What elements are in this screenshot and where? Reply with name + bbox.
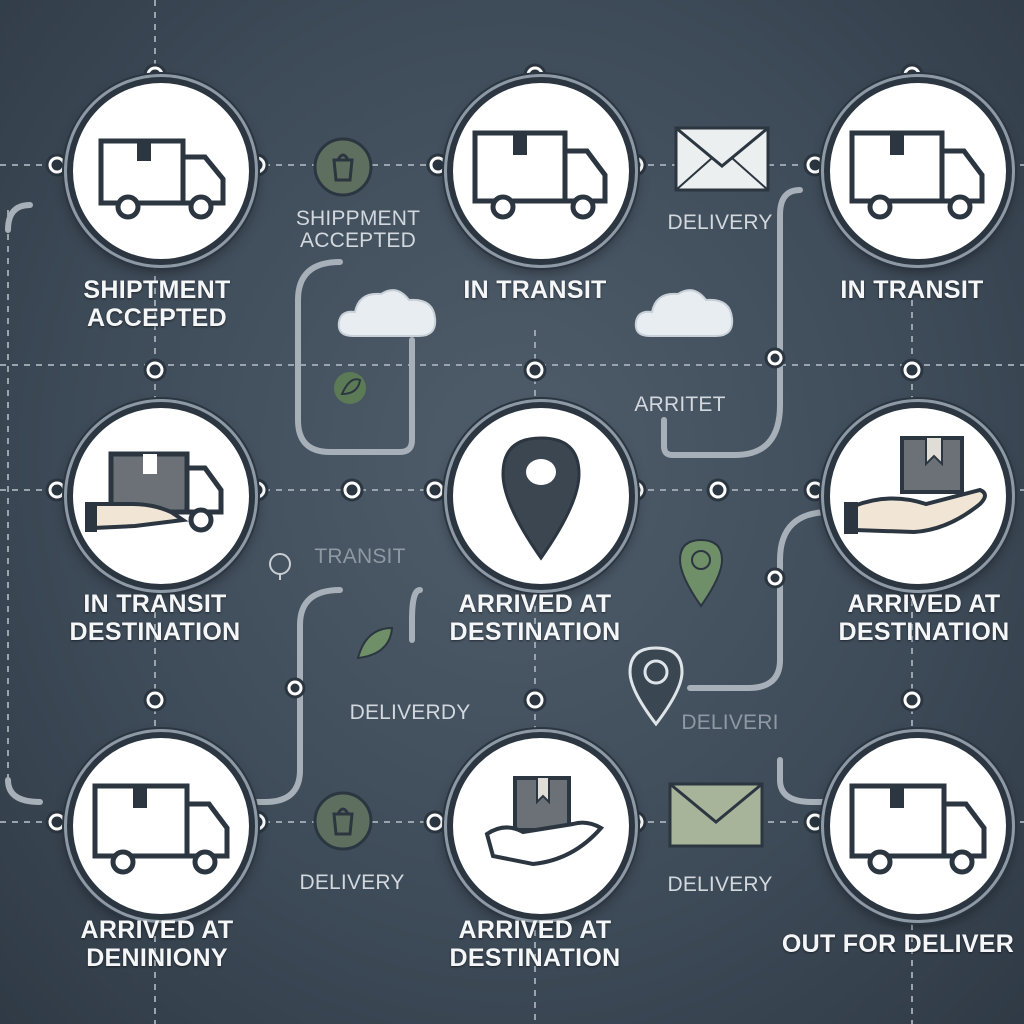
node-in-transit-destination <box>67 402 255 590</box>
node-label-shipment-accepted: SHIPTMENT ACCEPTED <box>37 276 277 332</box>
label-line: ARRIVED AT <box>458 590 612 618</box>
node-label-in-transit-destination: IN TRANSIT DESTINATION <box>35 590 275 646</box>
node-in-transit-2 <box>824 77 1012 265</box>
node-in-transit <box>447 77 635 265</box>
truck-icon <box>92 783 230 875</box>
connector-label-delivery-bottom-right: DELIVERY <box>667 873 773 896</box>
label-line: OUT FOR DELIVER <box>781 930 1015 958</box>
cloud-icon <box>634 289 734 337</box>
label-line: ARRIVED AT <box>847 590 1001 618</box>
node-label-arrived-at-destination: ARRIVED AT DESTINATION <box>415 590 655 646</box>
bag-icon <box>313 791 373 851</box>
truck-icon <box>849 783 987 875</box>
node-arrived-at-destination-3 <box>447 732 635 920</box>
node-out-for-delivery <box>824 732 1012 920</box>
connector-label-shipment-accepted: SHIPPMENT ACCEPTED <box>258 208 458 252</box>
hand-package-icon <box>484 776 605 867</box>
connector-label-deliver-faded: DELIVERI <box>681 711 779 734</box>
label-line: ACCEPTED <box>87 304 227 332</box>
truck-icon <box>98 138 226 220</box>
label-line: ACCEPTED <box>300 229 416 252</box>
map-pin-icon <box>678 538 724 608</box>
connector-label-arritet: ARRITET <box>634 393 726 416</box>
node-label-in-transit-2: IN TRANSIT <box>792 276 1024 304</box>
map-pin-icon <box>628 646 684 726</box>
node-label-out-for-delivery: OUT FOR DELIVER <box>778 930 1018 958</box>
connector-label-transit: TRANSIT <box>314 545 406 568</box>
label-line: DESTINATION <box>449 944 621 972</box>
label-line: ARRIVED AT <box>80 916 234 944</box>
node-label-in-transit: IN TRANSIT <box>415 276 655 304</box>
connector-label-deliverdy: DELIVERDY <box>349 701 471 724</box>
node-shipment-accepted <box>67 77 255 265</box>
truck-icon <box>472 130 608 220</box>
label-line: DESTINATION <box>449 618 621 646</box>
label-line: IN TRANSIT <box>840 276 984 304</box>
label-line: SHIPPMENT <box>295 207 421 230</box>
cloud-icon <box>337 289 437 337</box>
map-pin-icon <box>501 436 581 561</box>
leaf-icon <box>356 626 394 660</box>
bag-icon <box>313 137 373 197</box>
node-arrived-at-destination <box>447 402 635 590</box>
connector-label-delivery-bottom-left: DELIVERY <box>299 871 405 894</box>
truck-icon <box>849 130 985 220</box>
node-label-arrived-at-destination-2: ARRIVED AT DESTINATION <box>804 590 1024 646</box>
connector-label-delivery-top: DELIVERY <box>667 211 773 234</box>
label-line: DESTINATION <box>838 618 1010 646</box>
envelope-icon <box>674 126 770 192</box>
label-line: DESTINATION <box>69 618 241 646</box>
label-line: DENINIONY <box>86 944 228 972</box>
hand-package-icon <box>844 436 987 535</box>
label-line: IN TRANSIT <box>463 276 607 304</box>
envelope-icon <box>668 782 764 848</box>
truck-hand-icon <box>85 451 224 533</box>
badge-icon <box>269 553 291 580</box>
node-label-arrived-at-destination-3: ARRIVED AT DESTINATION <box>415 916 655 972</box>
label-line: SHIPTMENT <box>83 276 231 304</box>
node-label-arrived-at-deninony: ARRIVED AT DENINIONY <box>37 916 277 972</box>
node-arrived-at-deninony <box>67 732 255 920</box>
node-arrived-at-destination-2 <box>824 402 1012 590</box>
label-line: ARRIVED AT <box>458 916 612 944</box>
label-line: IN TRANSIT <box>83 590 227 618</box>
leaf-icon <box>334 372 366 404</box>
